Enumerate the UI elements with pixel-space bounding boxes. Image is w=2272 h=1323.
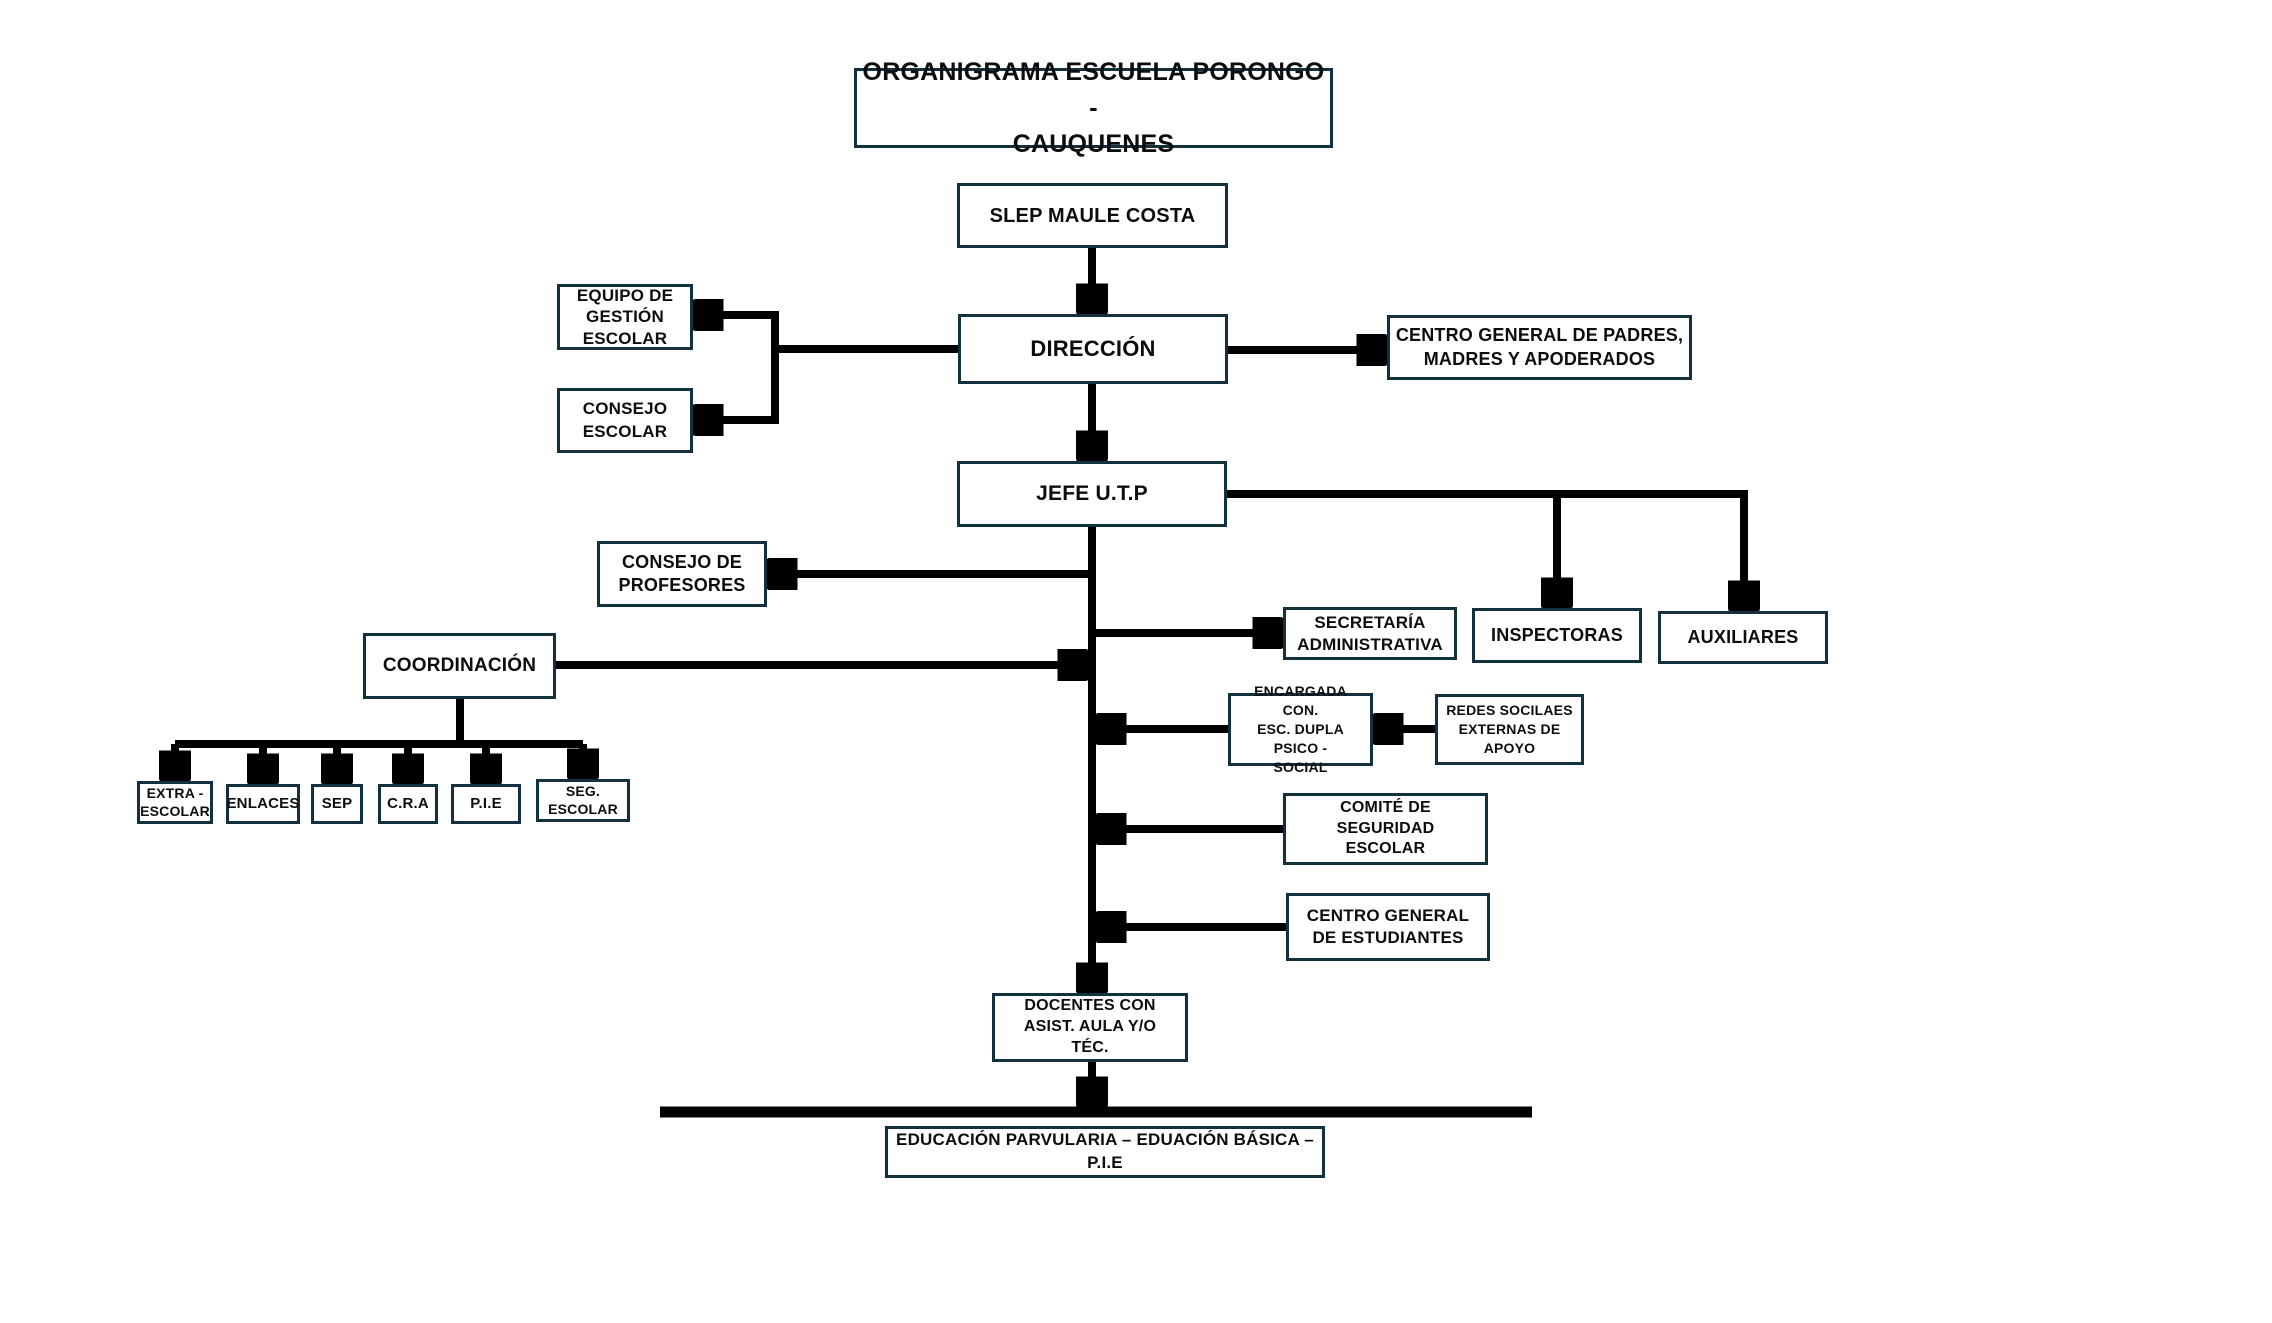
node-slep-maule-costa: SLEP MAULE COSTA bbox=[957, 183, 1228, 248]
node-secretaria-administrativa: SECRETARÍA ADMINISTRATIVA bbox=[1283, 607, 1457, 660]
node-redes-sociales-externas: REDES SOCILAES EXTERNAS DE APOYO bbox=[1435, 694, 1584, 765]
node-consejo-escolar: CONSEJO ESCOLAR bbox=[557, 388, 693, 453]
node-sep: SEP bbox=[311, 784, 363, 824]
node-educacion-parvularia-basica-pie: EDUCACIÓN PARVULARIA – EDUACIÓN BÁSICA –… bbox=[885, 1126, 1325, 1178]
node-jefe-utp: JEFE U.T.P bbox=[957, 461, 1227, 527]
node-coordinacion: COORDINACIÓN bbox=[363, 633, 556, 699]
node-auxiliares: AUXILIARES bbox=[1658, 611, 1828, 664]
node-pie: P.I.E bbox=[451, 784, 521, 824]
chart-title: ORGANIGRAMA ESCUELA PORONGO - CAUQUENES bbox=[854, 58, 1333, 158]
node-encargada-dupla-psicosocial: ENCARGADA CON. ESC. DUPLA PSICO - SOCIAL bbox=[1228, 683, 1373, 775]
node-centro-general-padres: CENTRO GENERAL DE PADRES, MADRES Y APODE… bbox=[1387, 315, 1692, 380]
node-consejo-profesores: CONSEJO DE PROFESORES bbox=[597, 541, 767, 607]
node-enlaces: ENLACES bbox=[226, 784, 300, 824]
node-comite-seguridad-escolar: COMITÉ DE SEGURIDAD ESCOLAR bbox=[1283, 793, 1488, 865]
node-docentes-asistentes: DOCENTES CON ASIST. AULA Y/O TÉC. bbox=[992, 993, 1188, 1062]
node-equipo-gestion-escolar: EQUIPO DE GESTIÓN ESCOLAR bbox=[557, 284, 693, 350]
node-seg-escolar: SEG. ESCOLAR bbox=[536, 779, 630, 822]
node-inspectoras: INSPECTORAS bbox=[1472, 608, 1642, 663]
node-direccion: DIRECCIÓN bbox=[958, 314, 1228, 384]
node-centro-general-estudiantes: CENTRO GENERAL DE ESTUDIANTES bbox=[1286, 893, 1490, 961]
node-cra: C.R.A bbox=[378, 784, 438, 824]
node-extra-escolar: EXTRA - ESCOLAR bbox=[137, 781, 213, 824]
